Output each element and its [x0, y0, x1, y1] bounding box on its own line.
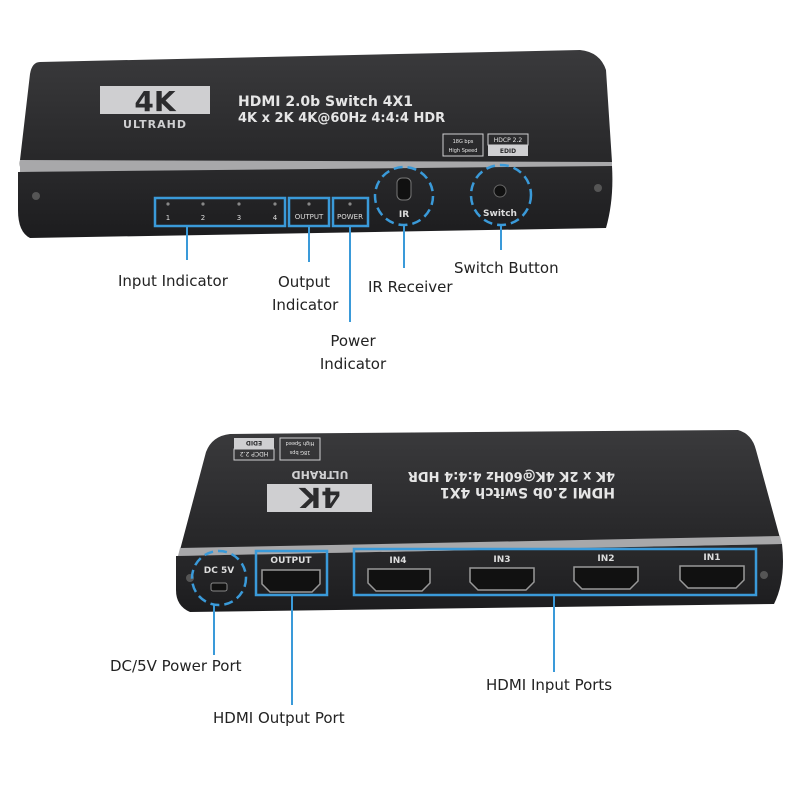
device-title-line1: HDMI 2.0b Switch 4X1 — [238, 94, 413, 110]
callout-output-indicator-line1: Output — [277, 273, 331, 291]
led-label-1: 1 — [166, 214, 170, 222]
switch-label: Switch — [483, 209, 517, 219]
callout-input-indicator: Input Indicator — [118, 272, 228, 290]
led-input-2 — [201, 202, 205, 206]
callout-dc-power-port: DC/5V Power Port — [110, 657, 242, 675]
callout-ir-receiver: IR Receiver — [368, 278, 453, 296]
callout-power-indicator-line1: Power — [330, 332, 376, 350]
led-input-1 — [166, 202, 170, 206]
input-label-in1: IN1 — [703, 553, 720, 563]
device-title-line2: 4K x 2K 4K@60Hz 4:4:4 HDR — [238, 111, 445, 126]
hdmi-output-port — [261, 569, 321, 593]
badge-edid-text: EDID — [246, 439, 262, 446]
badge-hdcp-text: HDCP 2.2 — [240, 450, 269, 457]
logo-ultrahd-text: ULTRAHD — [292, 468, 349, 481]
hdmi-input-port-in1 — [679, 565, 745, 589]
hdmi-input-port-in2 — [573, 566, 639, 590]
callout-switch-button: Switch Button — [454, 259, 559, 277]
badge-edid — [488, 145, 528, 156]
led-label-2: 2 — [201, 214, 205, 222]
led-label-power: POWER — [337, 213, 363, 221]
logo-ultrahd-text: ULTRAHD — [123, 118, 187, 131]
logo-4k-plate — [100, 86, 210, 114]
callout-power-indicator-line2: Indicator — [319, 355, 387, 373]
highlight-dc — [190, 549, 248, 607]
device-top-view: 4K ULTRAHD HDMI 2.0b Switch 4X1 4K x 2K … — [18, 50, 613, 322]
device-top-surface — [180, 430, 780, 550]
badge-speed-line2: High Speed — [449, 148, 478, 154]
input-label-in3: IN3 — [493, 555, 510, 565]
device-title-line1: HDMI 2.0b Switch 4X1 — [440, 484, 615, 500]
badge-speed-line2: High Speed — [286, 440, 315, 446]
input-label-in4: IN4 — [389, 556, 406, 566]
led-input-4 — [273, 202, 277, 206]
led-input-3 — [237, 202, 241, 206]
callout-hdmi-input-ports: HDMI Input Ports — [486, 676, 613, 694]
device-top-surface — [19, 50, 612, 176]
badge-edid — [234, 438, 274, 449]
led-power — [348, 202, 352, 206]
input-label-in2: IN2 — [597, 554, 614, 564]
badge-speed — [279, 437, 321, 461]
led-label-output: OUTPUT — [295, 213, 324, 221]
hdmi-input-port-in3 — [469, 567, 535, 591]
badge-speed — [442, 133, 484, 157]
ir-window — [396, 177, 412, 201]
badge-edid-text: EDID — [500, 148, 516, 155]
hdmi-input-port-in4 — [367, 568, 431, 592]
logo-4k-text: 4K — [298, 481, 340, 514]
led-label-3: 3 — [237, 214, 241, 222]
led-output — [307, 202, 311, 206]
badge-speed-line1: 18G bps — [453, 139, 474, 145]
callout-hdmi-output-port: HDMI Output Port — [213, 709, 345, 727]
device-edge — [178, 536, 782, 556]
ir-label: IR — [399, 210, 409, 220]
dc-port — [210, 582, 228, 592]
badge-hdcp-text: HDCP 2.2 — [494, 137, 523, 144]
dc-label: DC 5V — [204, 566, 234, 576]
device-bottom-view: 4K ULTRAHD HDMI 2.0b Switch 4X1 4K x 2K … — [176, 430, 783, 705]
device-title-line2: 4K x 2K 4K@60Hz 4:4:4 HDR — [408, 468, 615, 483]
output-port-label: OUTPUT — [270, 556, 312, 566]
switch-button — [493, 184, 507, 198]
callout-output-indicator-line2: Indicator — [272, 296, 339, 314]
led-label-4: 4 — [273, 214, 278, 222]
screw — [594, 184, 602, 192]
logo-4k-text: 4K — [134, 85, 176, 118]
screw — [32, 192, 40, 200]
badge-speed-line1: 18G bps — [289, 449, 310, 455]
device-front-face — [18, 166, 613, 238]
highlight-input-leds — [153, 196, 287, 228]
logo-4k-plate — [267, 484, 372, 512]
screw — [760, 571, 768, 579]
